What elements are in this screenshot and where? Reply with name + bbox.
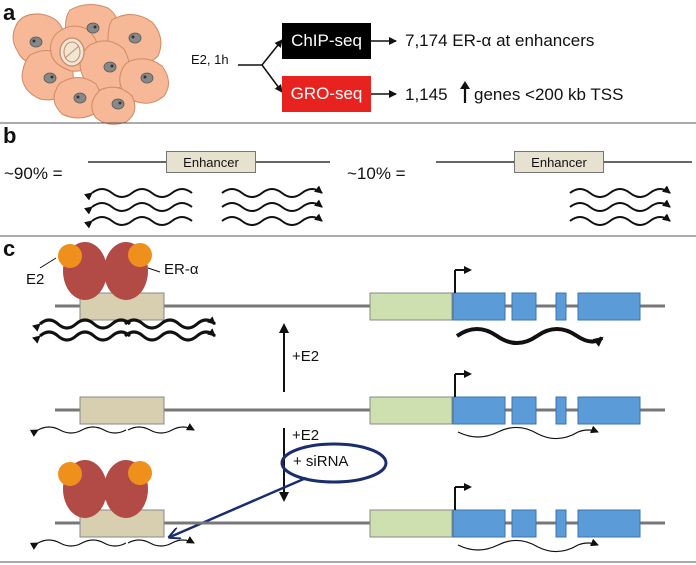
gro-result-count: 1,145 (405, 85, 448, 104)
e2-label: E2 (26, 271, 45, 288)
cell-cluster (12, 4, 169, 125)
panel-b-letter: b (3, 123, 17, 148)
plus-sirna-label: + siRNA (293, 453, 349, 470)
panel-c-letter: c (3, 236, 16, 261)
enhancer-label-left: Enhancer (166, 151, 256, 173)
enhancer-box-2 (79, 396, 165, 425)
gro-result-text: genes <200 kb TSS (474, 85, 624, 104)
promoter-box-2 (369, 396, 453, 425)
er-dimer-1 (39, 242, 161, 300)
dividing-cell (59, 37, 85, 67)
track-3 (29, 460, 665, 553)
right-percent: ~10% = (347, 164, 406, 183)
er-dimer-3 (58, 460, 152, 518)
er-alpha-label: ER-α (164, 261, 199, 278)
track-2 (29, 370, 665, 440)
left-percent: ~90% = (4, 164, 63, 183)
chip-result: 7,174 ER-α at enhancers (405, 31, 595, 50)
up-arrow-icon (460, 81, 470, 103)
sirna-pointer-arrow (170, 476, 307, 537)
track-1 (32, 242, 665, 347)
gro-seq-label: GRO-seq (290, 84, 363, 103)
sirna-oval (280, 442, 388, 484)
up-arrow-plus-e2 (279, 323, 289, 392)
promoter-box-1 (369, 292, 453, 321)
gro-seq-box: GRO-seq (282, 76, 371, 112)
treatment-label: E2, 1h (191, 52, 229, 67)
promoter-box-3 (369, 509, 453, 538)
down-arrow-siRNA (279, 428, 289, 502)
branch-arrows (238, 37, 397, 98)
chip-seq-box: ChIP-seq (282, 23, 371, 59)
plus-e2-up-label: +E2 (292, 348, 320, 365)
enhancer-label-right: Enhancer (514, 151, 604, 173)
chip-seq-label: ChIP-seq (291, 31, 362, 50)
plus-e2-down-label: +E2 (292, 427, 320, 444)
panel-a-letter: a (3, 0, 16, 25)
